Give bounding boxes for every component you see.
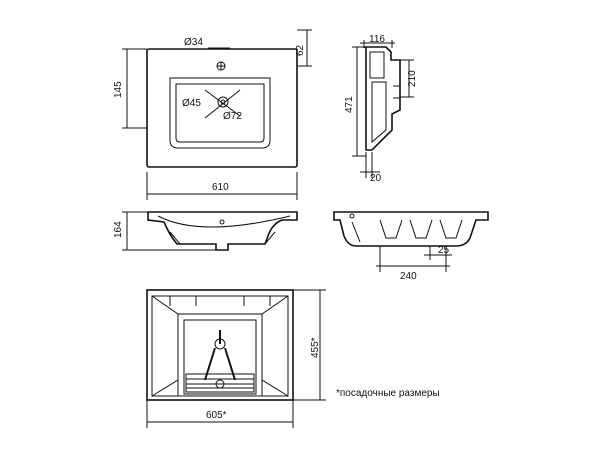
dim-bottom-depth: 455* bbox=[310, 337, 321, 358]
side-section: 25 240 bbox=[333, 211, 489, 282]
side-section-outline bbox=[333, 211, 489, 247]
bowl-inner bbox=[175, 83, 265, 143]
bottom-outline bbox=[146, 289, 294, 401]
side-profile bbox=[364, 46, 401, 151]
side-view: 116 471 210 20 bbox=[344, 34, 418, 184]
dim-bowl: Ø72 bbox=[223, 111, 242, 122]
dim-height: 471 bbox=[344, 96, 355, 113]
dim-front-height: 164 bbox=[113, 221, 124, 238]
bottom-view: 455* 605* bbox=[146, 289, 326, 428]
top-view: Ø34 Ø45 Ø72 145 62 610 bbox=[113, 29, 312, 200]
dim-span: 240 bbox=[400, 271, 417, 282]
footnote: *посадочные размеры bbox=[336, 388, 440, 399]
dim-tap-hole: Ø34 bbox=[184, 37, 203, 48]
dim-thickness: 116 bbox=[369, 34, 385, 45]
bowl-outline bbox=[169, 77, 271, 149]
front-section-outline bbox=[147, 211, 298, 251]
front-section: 164 bbox=[113, 211, 298, 251]
drain-hole bbox=[217, 96, 229, 108]
dim-rim: 20 bbox=[370, 173, 382, 184]
dim-width: 610 bbox=[212, 182, 229, 193]
dim-rib: 25 bbox=[438, 245, 450, 256]
dim-depth: 145 bbox=[113, 81, 124, 98]
dim-drain-height: 210 bbox=[407, 70, 418, 87]
dim-drain: Ø45 bbox=[182, 98, 201, 109]
drain-outlet bbox=[214, 338, 226, 350]
dim-tap-offset: 62 bbox=[295, 44, 306, 56]
dim-bottom-width: 605* bbox=[206, 410, 227, 421]
